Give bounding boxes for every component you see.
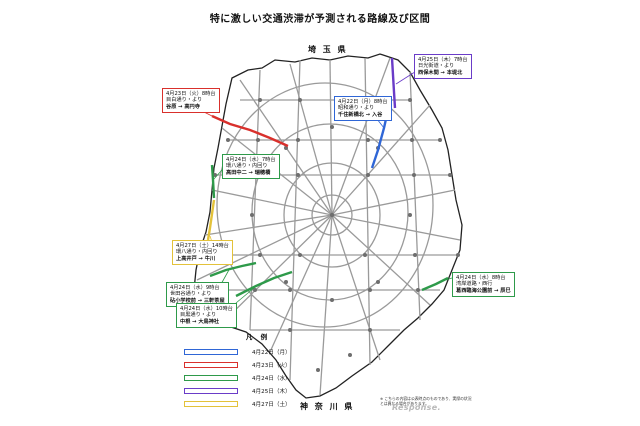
leader-apr24a bbox=[212, 169, 223, 181]
legend-swatch bbox=[184, 387, 238, 394]
leader-apr24c bbox=[235, 287, 255, 304]
legend-item-apr22: 4月22日（月） bbox=[180, 345, 336, 358]
legend-swatch bbox=[184, 348, 238, 355]
legend-swatch bbox=[184, 361, 238, 368]
legend: 凡 例 4月22日（月） 4月23日（火） 4月24日（水） 4月25日（木） … bbox=[180, 331, 336, 410]
route-apr24-wangan bbox=[421, 276, 449, 292]
map-title: 特に激しい交通渋滞が予測される路線及び区間 bbox=[209, 14, 431, 25]
footnote: ※ こちらの内容は公表時点のものであり、実際の状況とは異なる場合があります。 bbox=[380, 396, 472, 406]
callout-apr24a: 4月24日（水）7時台 環八通り・内回り 高田中二 → 瑞穂橋 bbox=[222, 154, 280, 180]
legend-swatch bbox=[184, 400, 238, 407]
legend-item-apr24: 4月24日（水） bbox=[180, 371, 336, 384]
route-apr23 bbox=[211, 114, 289, 148]
route-apr27 bbox=[206, 199, 216, 241]
legend-item-apr25: 4月25日（木） bbox=[180, 384, 336, 397]
route-apr24-meguro bbox=[235, 270, 293, 298]
legend-item-apr23: 4月23日（火） bbox=[180, 358, 336, 371]
prefecture-kanagawa: 神 奈 川 県 bbox=[300, 402, 355, 411]
callout-apr24c: 4月24日（水）10時台 目黒通り・より 中根 → 大鳥神社 bbox=[176, 303, 237, 329]
callout-apr27: 4月27日（土）14時台 環八通り・内回り 上高井戸 → 牛川 bbox=[172, 240, 233, 266]
route-apr24-setagaya bbox=[209, 261, 257, 278]
watermark: Response. bbox=[392, 403, 441, 412]
callout-apr24d: 4月24日（水）8時台 湾岸道路・西行 葛西臨海公園前 → 辰巳 bbox=[452, 272, 515, 298]
route-apr25 bbox=[390, 57, 397, 109]
prefecture-saitama: 埼 玉 県 bbox=[308, 45, 348, 54]
legend-item-apr27: 4月27日（土） bbox=[180, 397, 336, 410]
callout-apr22: 4月22日（月）8時台 昭和通り・より 千住新橋北 → 入谷 bbox=[334, 96, 392, 122]
legend-title: 凡 例 bbox=[245, 333, 271, 341]
callout-apr23: 4月23日（火）8時台 目白通り・より 谷原 → 高円寺 bbox=[162, 88, 220, 114]
legend-swatch bbox=[184, 374, 238, 381]
callout-apr25: 4月25日（木）7時台 日光街道・より 西保木間 → 本堤北 bbox=[414, 54, 472, 80]
road-network bbox=[196, 57, 461, 396]
